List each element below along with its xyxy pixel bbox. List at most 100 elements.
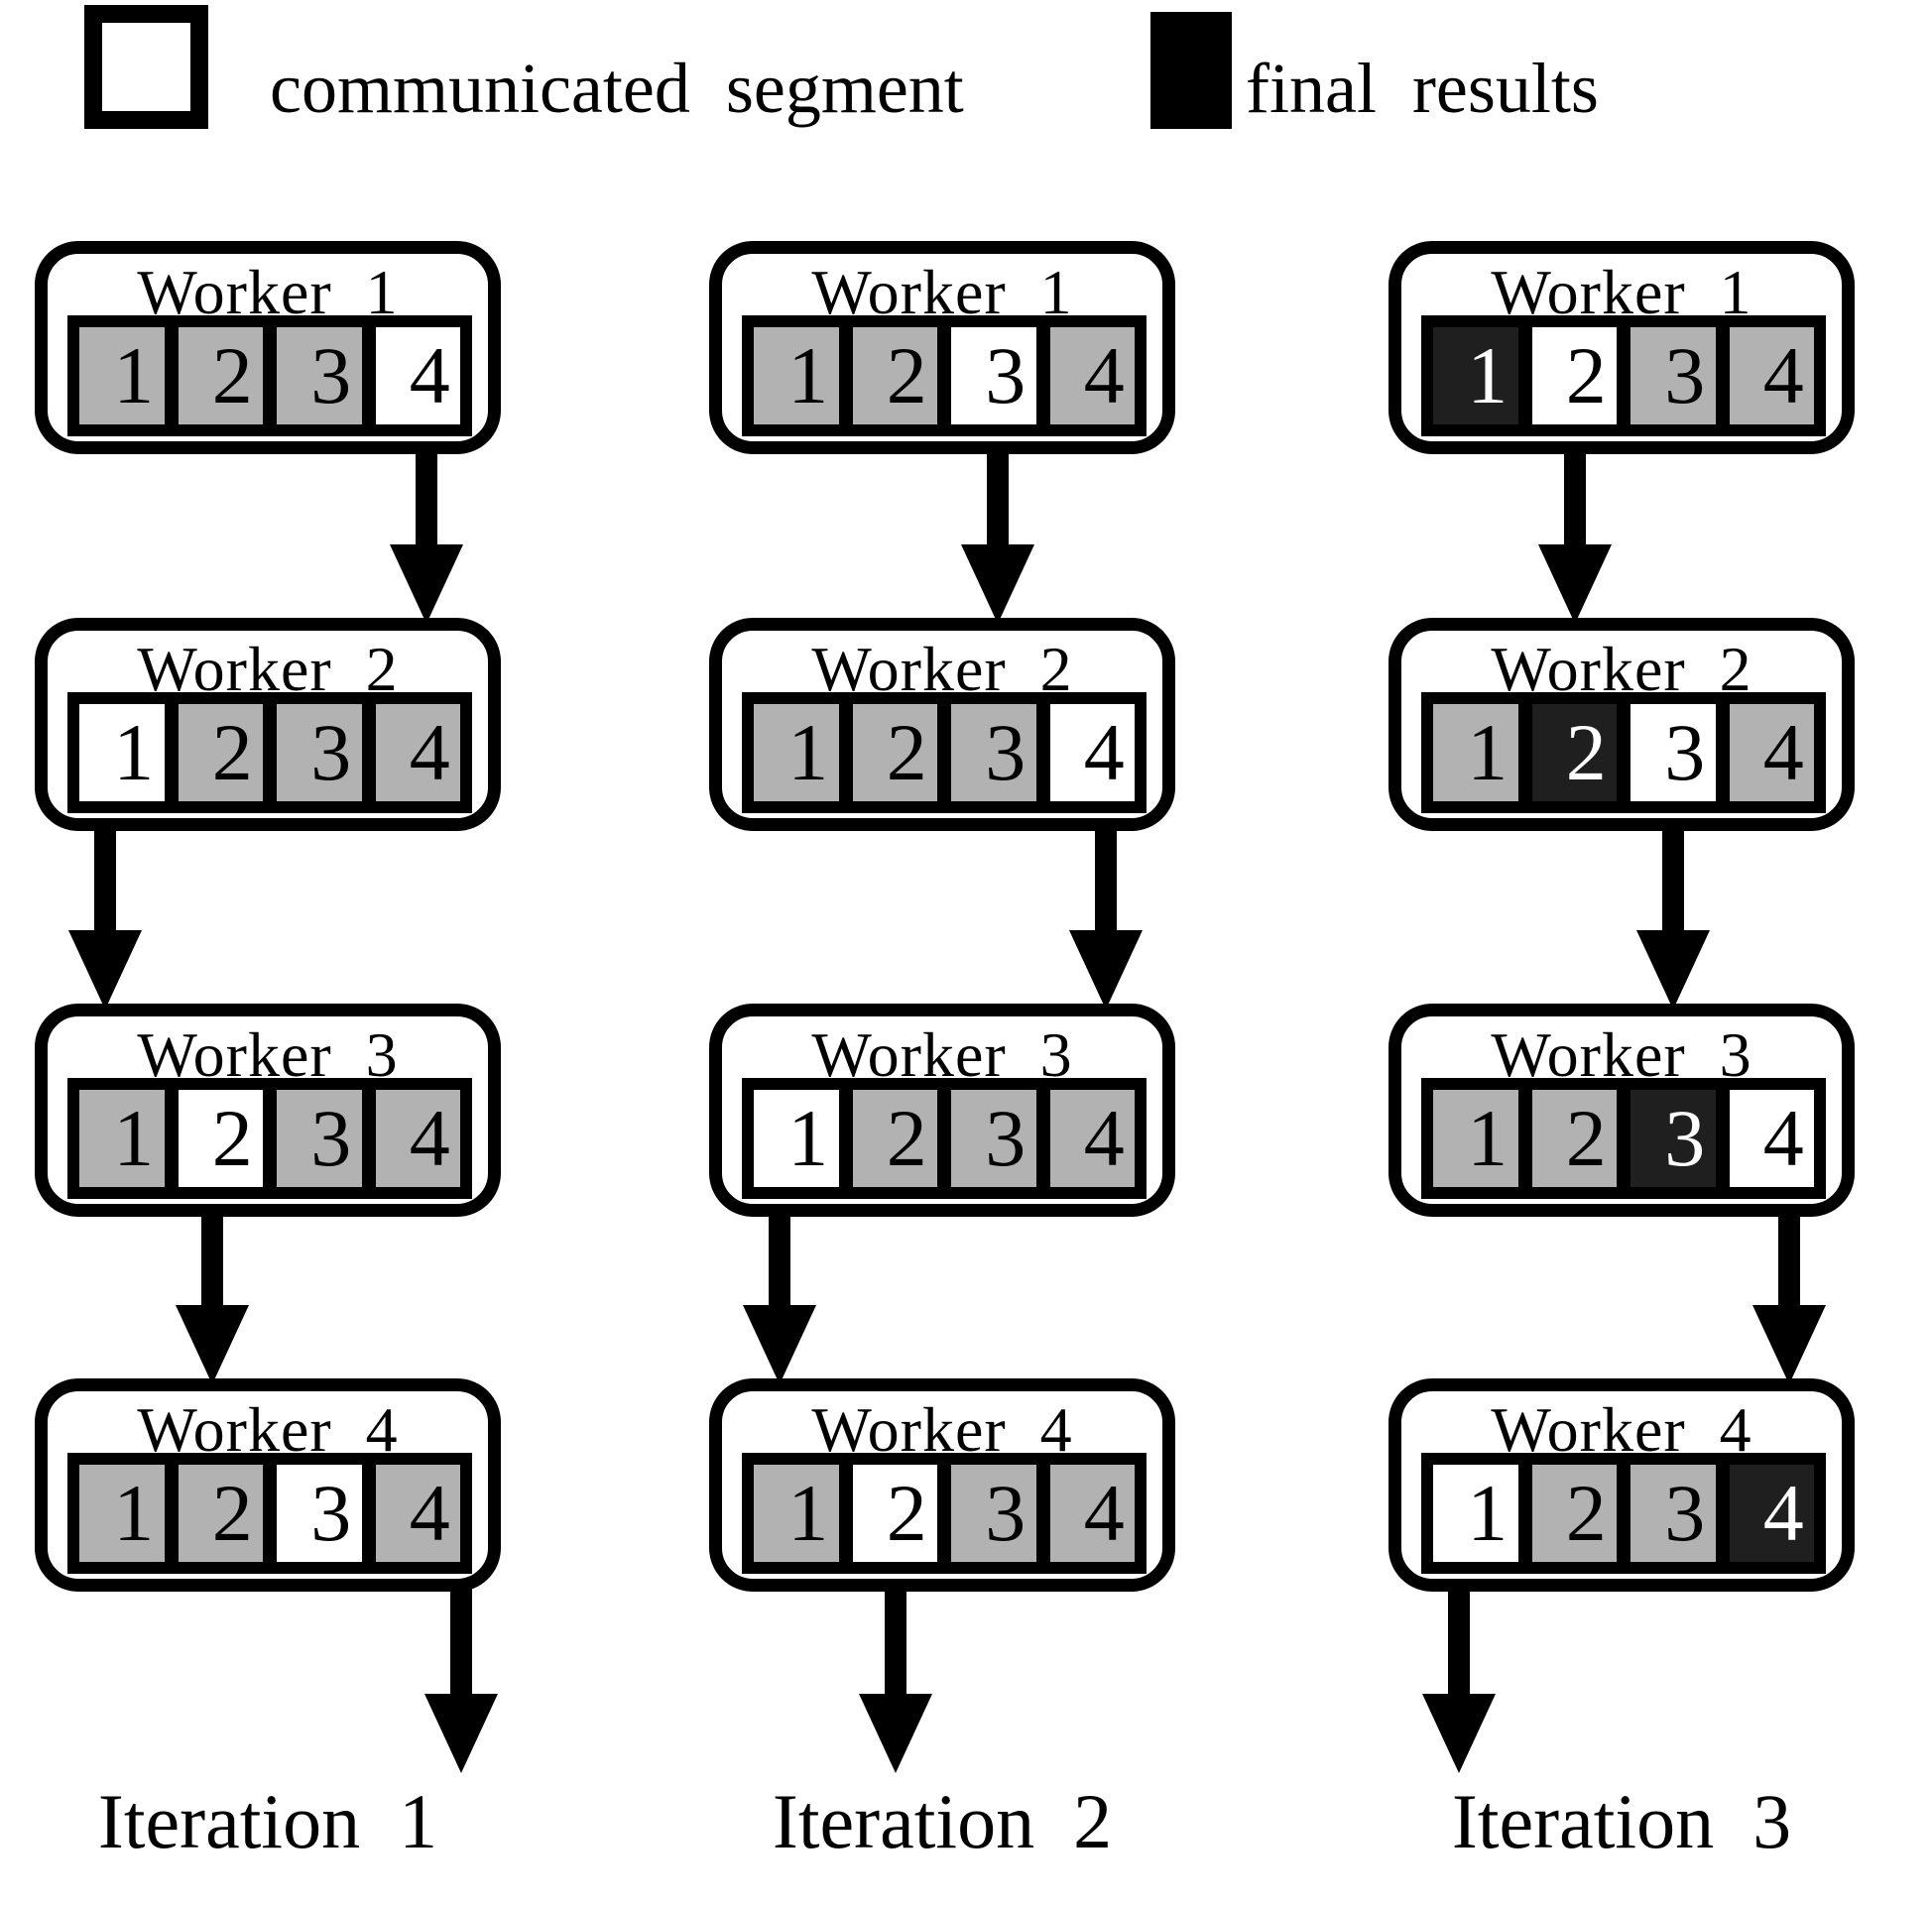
segment-communicated: 3 [951, 327, 1036, 424]
worker-box: Worker 3 1 2 3 4 [35, 1004, 501, 1217]
segment-label: 1 [113, 330, 155, 420]
arrow-head-icon [859, 1694, 932, 1773]
segment-label: 1 [1467, 707, 1509, 797]
segment-communicated: 3 [277, 1465, 362, 1562]
segment-partial: 4 [375, 704, 460, 801]
segment-label: 4 [1083, 1093, 1125, 1183]
segment-label: 3 [985, 707, 1026, 797]
segment-partial: 3 [951, 1465, 1036, 1562]
segment-partial: 4 [1049, 1465, 1135, 1562]
arrow-head-icon [424, 1694, 498, 1773]
worker-box: Worker 1 1 2 3 4 [1389, 241, 1855, 454]
segment-label: 2 [1565, 1468, 1607, 1558]
segment-partial: 4 [375, 1465, 460, 1562]
segment-label: 2 [886, 1468, 927, 1558]
output-arrow-shaft [1448, 1584, 1470, 1718]
segment-label: 4 [1762, 330, 1804, 420]
worker-box: Worker 2 1 2 3 4 [709, 618, 1175, 831]
segment-partial: 3 [1630, 327, 1716, 424]
segment-label: 4 [409, 707, 450, 797]
segment-label: 3 [1664, 707, 1706, 797]
segment-partial: 2 [852, 1090, 937, 1187]
legend-label-final: final results [1246, 49, 1599, 128]
arrow-head-icon [390, 544, 463, 624]
segment-communicated: 2 [852, 1465, 937, 1562]
connector-arrow-shaft [1662, 823, 1684, 954]
worker-box: Worker 3 1 2 3 4 [709, 1004, 1175, 1217]
segment-partial: 2 [178, 1465, 263, 1562]
iteration-label: Iteration 1 [97, 1778, 438, 1864]
segment-partial: 3 [951, 1090, 1036, 1187]
segment-row: 1 2 3 4 [1421, 1078, 1826, 1199]
connector-arrow-shaft [94, 823, 116, 954]
segment-label: 1 [1467, 330, 1509, 420]
segment-label: 3 [310, 1093, 352, 1183]
worker-box: Worker 3 1 2 3 4 [1389, 1004, 1855, 1217]
segment-label: 3 [985, 1093, 1026, 1183]
output-arrow-shaft [450, 1584, 472, 1718]
output-arrow-shaft [885, 1584, 906, 1718]
segment-partial: 4 [1729, 327, 1814, 424]
segment-label: 2 [211, 1093, 253, 1183]
segment-partial: 1 [1433, 1090, 1518, 1187]
segment-label: 1 [787, 1468, 829, 1558]
connector-arrow-shaft [201, 1209, 223, 1329]
segment-label: 2 [1565, 707, 1607, 797]
segment-partial: 4 [1049, 327, 1135, 424]
arrow-head-icon [1422, 1694, 1496, 1773]
connector-arrow-shaft [1564, 446, 1586, 568]
segment-row: 1 2 3 4 [67, 1078, 472, 1199]
segment-partial: 3 [951, 704, 1036, 801]
segment-row: 1 2 3 4 [742, 1078, 1147, 1199]
segment-partial: 1 [754, 704, 839, 801]
segment-label: 1 [113, 707, 155, 797]
segment-label: 4 [1083, 1468, 1125, 1558]
segment-label: 2 [211, 1468, 253, 1558]
segment-label: 4 [409, 1468, 450, 1558]
segment-row: 1 2 3 4 [1421, 1453, 1826, 1574]
segment-label: 2 [1565, 330, 1607, 420]
worker-box: Worker 2 1 2 3 4 [1389, 618, 1855, 831]
segment-partial: 3 [277, 704, 362, 801]
segment-label: 4 [1762, 1093, 1804, 1183]
segment-label: 3 [985, 1468, 1026, 1558]
segment-label: 1 [1467, 1093, 1509, 1183]
segment-label: 1 [787, 330, 829, 420]
segment-row: 1 2 3 4 [67, 692, 472, 813]
connector-arrow-shaft [1778, 1209, 1800, 1329]
segment-label: 4 [1083, 707, 1125, 797]
connector-arrow-shaft [416, 446, 437, 568]
segment-communicated: 1 [1433, 1465, 1518, 1562]
segment-partial: 1 [79, 327, 165, 424]
segment-label: 2 [1565, 1093, 1607, 1183]
worker-box: Worker 1 1 2 3 4 [35, 241, 501, 454]
segment-label: 4 [409, 1093, 450, 1183]
segment-communicated: 2 [178, 1090, 263, 1187]
connector-arrow-shaft [987, 446, 1009, 568]
worker-box: Worker 4 1 2 3 4 [1389, 1378, 1855, 1592]
segment-partial: 4 [375, 1090, 460, 1187]
communicated-segment-swatch-icon [84, 5, 208, 129]
segment-partial: 1 [1433, 704, 1518, 801]
segment-label: 3 [1664, 1093, 1706, 1183]
segment-partial: 3 [1630, 1465, 1716, 1562]
segment-partial: 1 [79, 1465, 165, 1562]
connector-arrow-shaft [769, 1209, 790, 1329]
segment-label: 4 [1762, 1468, 1804, 1558]
segment-label: 1 [1467, 1468, 1509, 1558]
arrow-head-icon [961, 544, 1034, 624]
segment-communicated: 1 [79, 704, 165, 801]
segment-label: 2 [211, 330, 253, 420]
segment-label: 2 [211, 707, 253, 797]
segment-label: 1 [113, 1468, 155, 1558]
segment-communicated: 4 [1729, 1090, 1814, 1187]
segment-label: 1 [787, 1093, 829, 1183]
segment-communicated: 2 [1531, 327, 1617, 424]
segment-row: 1 2 3 4 [1421, 315, 1826, 436]
segment-label: 3 [310, 707, 352, 797]
segment-row: 1 2 3 4 [742, 315, 1147, 436]
segment-label: 2 [886, 707, 927, 797]
segment-label: 3 [310, 330, 352, 420]
segment-partial: 3 [277, 1090, 362, 1187]
segment-partial: 2 [852, 327, 937, 424]
